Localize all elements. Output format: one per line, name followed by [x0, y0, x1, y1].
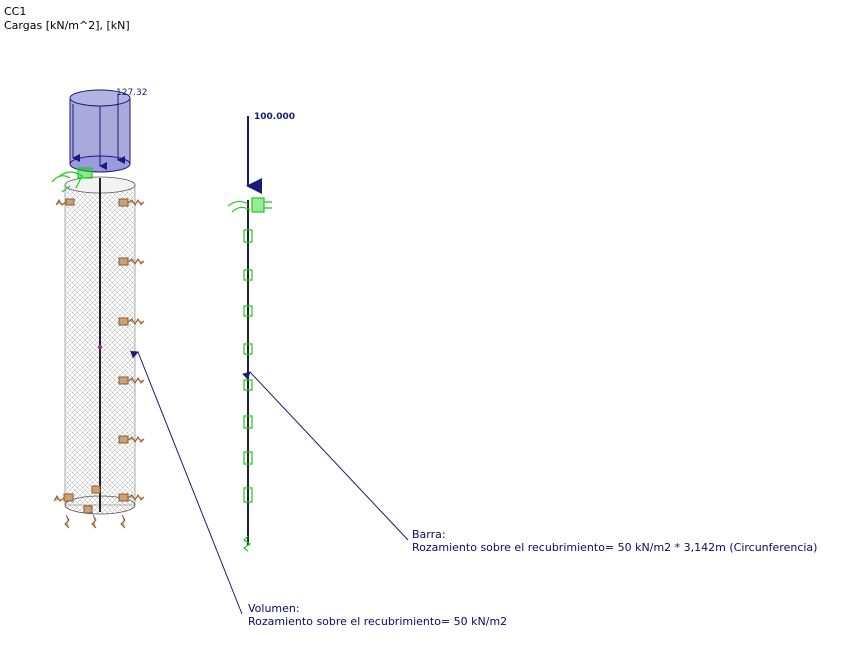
- spring-icon: [242, 535, 252, 552]
- spring-icon: [243, 487, 253, 503]
- spring-icon: [64, 505, 126, 529]
- barra-text: Rozamiento sobre el recubrimiento= 50 kN…: [412, 541, 818, 554]
- load-case-label: CC1: [4, 5, 27, 18]
- surface-load-cylinder: [69, 89, 131, 173]
- spring-icon: [53, 485, 145, 502]
- pile-center-node: [98, 345, 102, 349]
- barra-title: Barra:: [412, 528, 446, 541]
- units-label: Cargas [kN/m^2], [kN]: [4, 19, 130, 32]
- spring-icon: [118, 317, 145, 326]
- volumen-leader-line: [130, 350, 243, 615]
- volumen-annotation: Volumen: Rozamiento sobre el recubrimien…: [248, 602, 507, 628]
- header: CC1 Cargas [kN/m^2], [kN]: [4, 5, 130, 33]
- spring-icon: [243, 305, 253, 317]
- top-support-icon: [51, 167, 93, 193]
- bar-springs: [242, 229, 253, 552]
- point-load-value: 100.000: [254, 112, 295, 122]
- spring-icon: [243, 269, 253, 281]
- barra-annotation: Barra: Rozamiento sobre el recubrimiento…: [412, 528, 817, 554]
- spring-icon: [243, 379, 253, 391]
- spring-icon: [118, 257, 145, 266]
- bar-top-support-icon: [227, 197, 272, 213]
- surface-load-value: 127.32: [116, 88, 148, 98]
- barra-leader-line: [242, 371, 409, 541]
- lateral-springs: [53, 198, 145, 529]
- volumen-text: Rozamiento sobre el recubrimiento= 50 kN…: [248, 615, 508, 628]
- spring-icon: [118, 376, 145, 385]
- volume-pile: [64, 176, 136, 515]
- spring-icon: [243, 229, 253, 243]
- spring-icon: [55, 198, 145, 207]
- spring-icon: [243, 451, 253, 465]
- spring-icon: [243, 415, 253, 429]
- volumen-title: Volumen:: [248, 602, 300, 615]
- spring-icon: [243, 343, 253, 355]
- spring-icon: [118, 435, 145, 444]
